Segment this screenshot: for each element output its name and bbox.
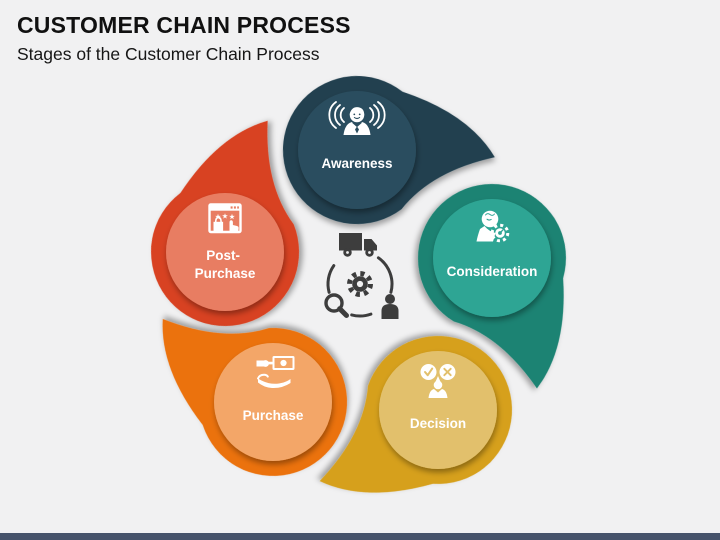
thinking-gear-icon (476, 210, 510, 243)
page-title: CUSTOMER CHAIN PROCESS (17, 12, 351, 38)
stage-purchase: Purchase (118, 259, 377, 506)
choice-person-icon (420, 364, 456, 398)
stage-decision: Decision (281, 308, 540, 540)
stage-purchase-inner-circle (214, 343, 332, 461)
customer-icon (381, 294, 399, 319)
page-subtitle: Stages of the Customer Chain Process (17, 44, 320, 64)
stage-consideration-label: Consideration (447, 264, 538, 279)
hand-money-icon (256, 356, 295, 389)
stage-post-purchase-inner-circle (166, 193, 284, 311)
stage-purchase-label: Purchase (243, 408, 304, 423)
gear-icon (347, 271, 373, 297)
stage-consideration: Consideration (397, 163, 607, 413)
stage-decision-inner-circle (379, 351, 497, 469)
magnifier-icon (324, 293, 349, 318)
stage-consideration-inner-circle (433, 199, 551, 317)
footer-bar (0, 533, 720, 540)
truck-icon (339, 233, 377, 257)
stage-post-purchase: Post- Purchase (131, 97, 339, 346)
stage-awareness-label: Awareness (321, 156, 392, 171)
stage-awareness: Awareness (279, 72, 499, 232)
hub-process-icons (324, 233, 399, 319)
stage-post-purchase-label: Post- Purchase (195, 248, 256, 281)
review-window-icon (208, 203, 242, 234)
cycle-arcs (326, 256, 394, 318)
broadcast-person-icon (328, 101, 386, 135)
stage-decision-label: Decision (410, 416, 466, 431)
stage-awareness-inner-circle (298, 91, 416, 209)
